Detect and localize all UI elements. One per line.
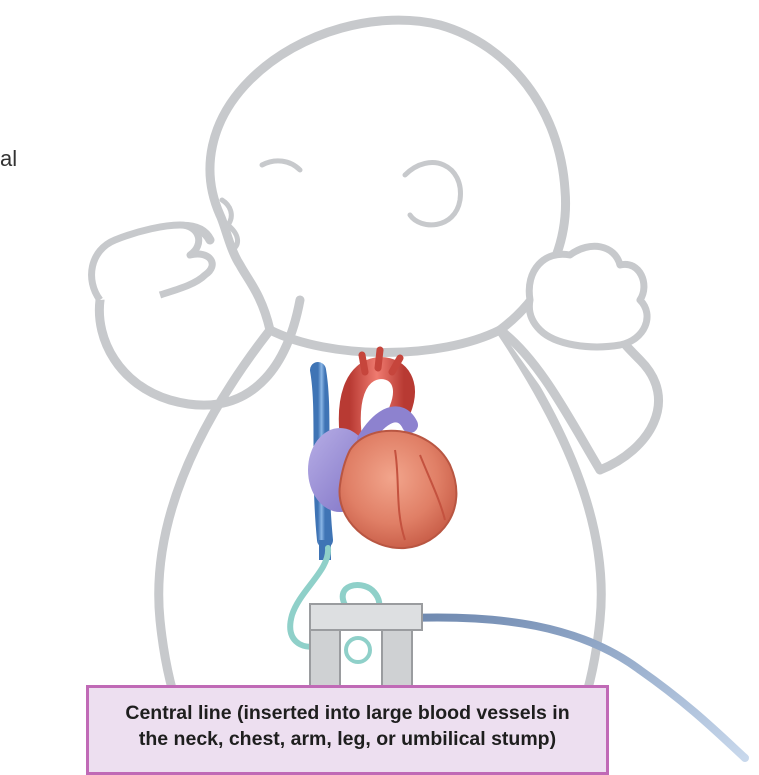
caption-line-2: the neck, chest, arm, leg, or umbilical … — [89, 726, 606, 752]
clip-top — [310, 604, 422, 630]
right-fist-icon — [529, 246, 647, 347]
clip-right-leg — [382, 630, 412, 686]
securing-clip — [310, 604, 422, 686]
heart-illustration — [308, 350, 456, 560]
head-outline — [210, 20, 566, 330]
shoulder-line — [270, 330, 500, 353]
left-hand-icon — [92, 225, 213, 300]
clip-left-leg — [310, 630, 340, 686]
clip-ring — [346, 638, 370, 662]
caption-line-1: Central line (inserted into large blood … — [89, 700, 606, 726]
